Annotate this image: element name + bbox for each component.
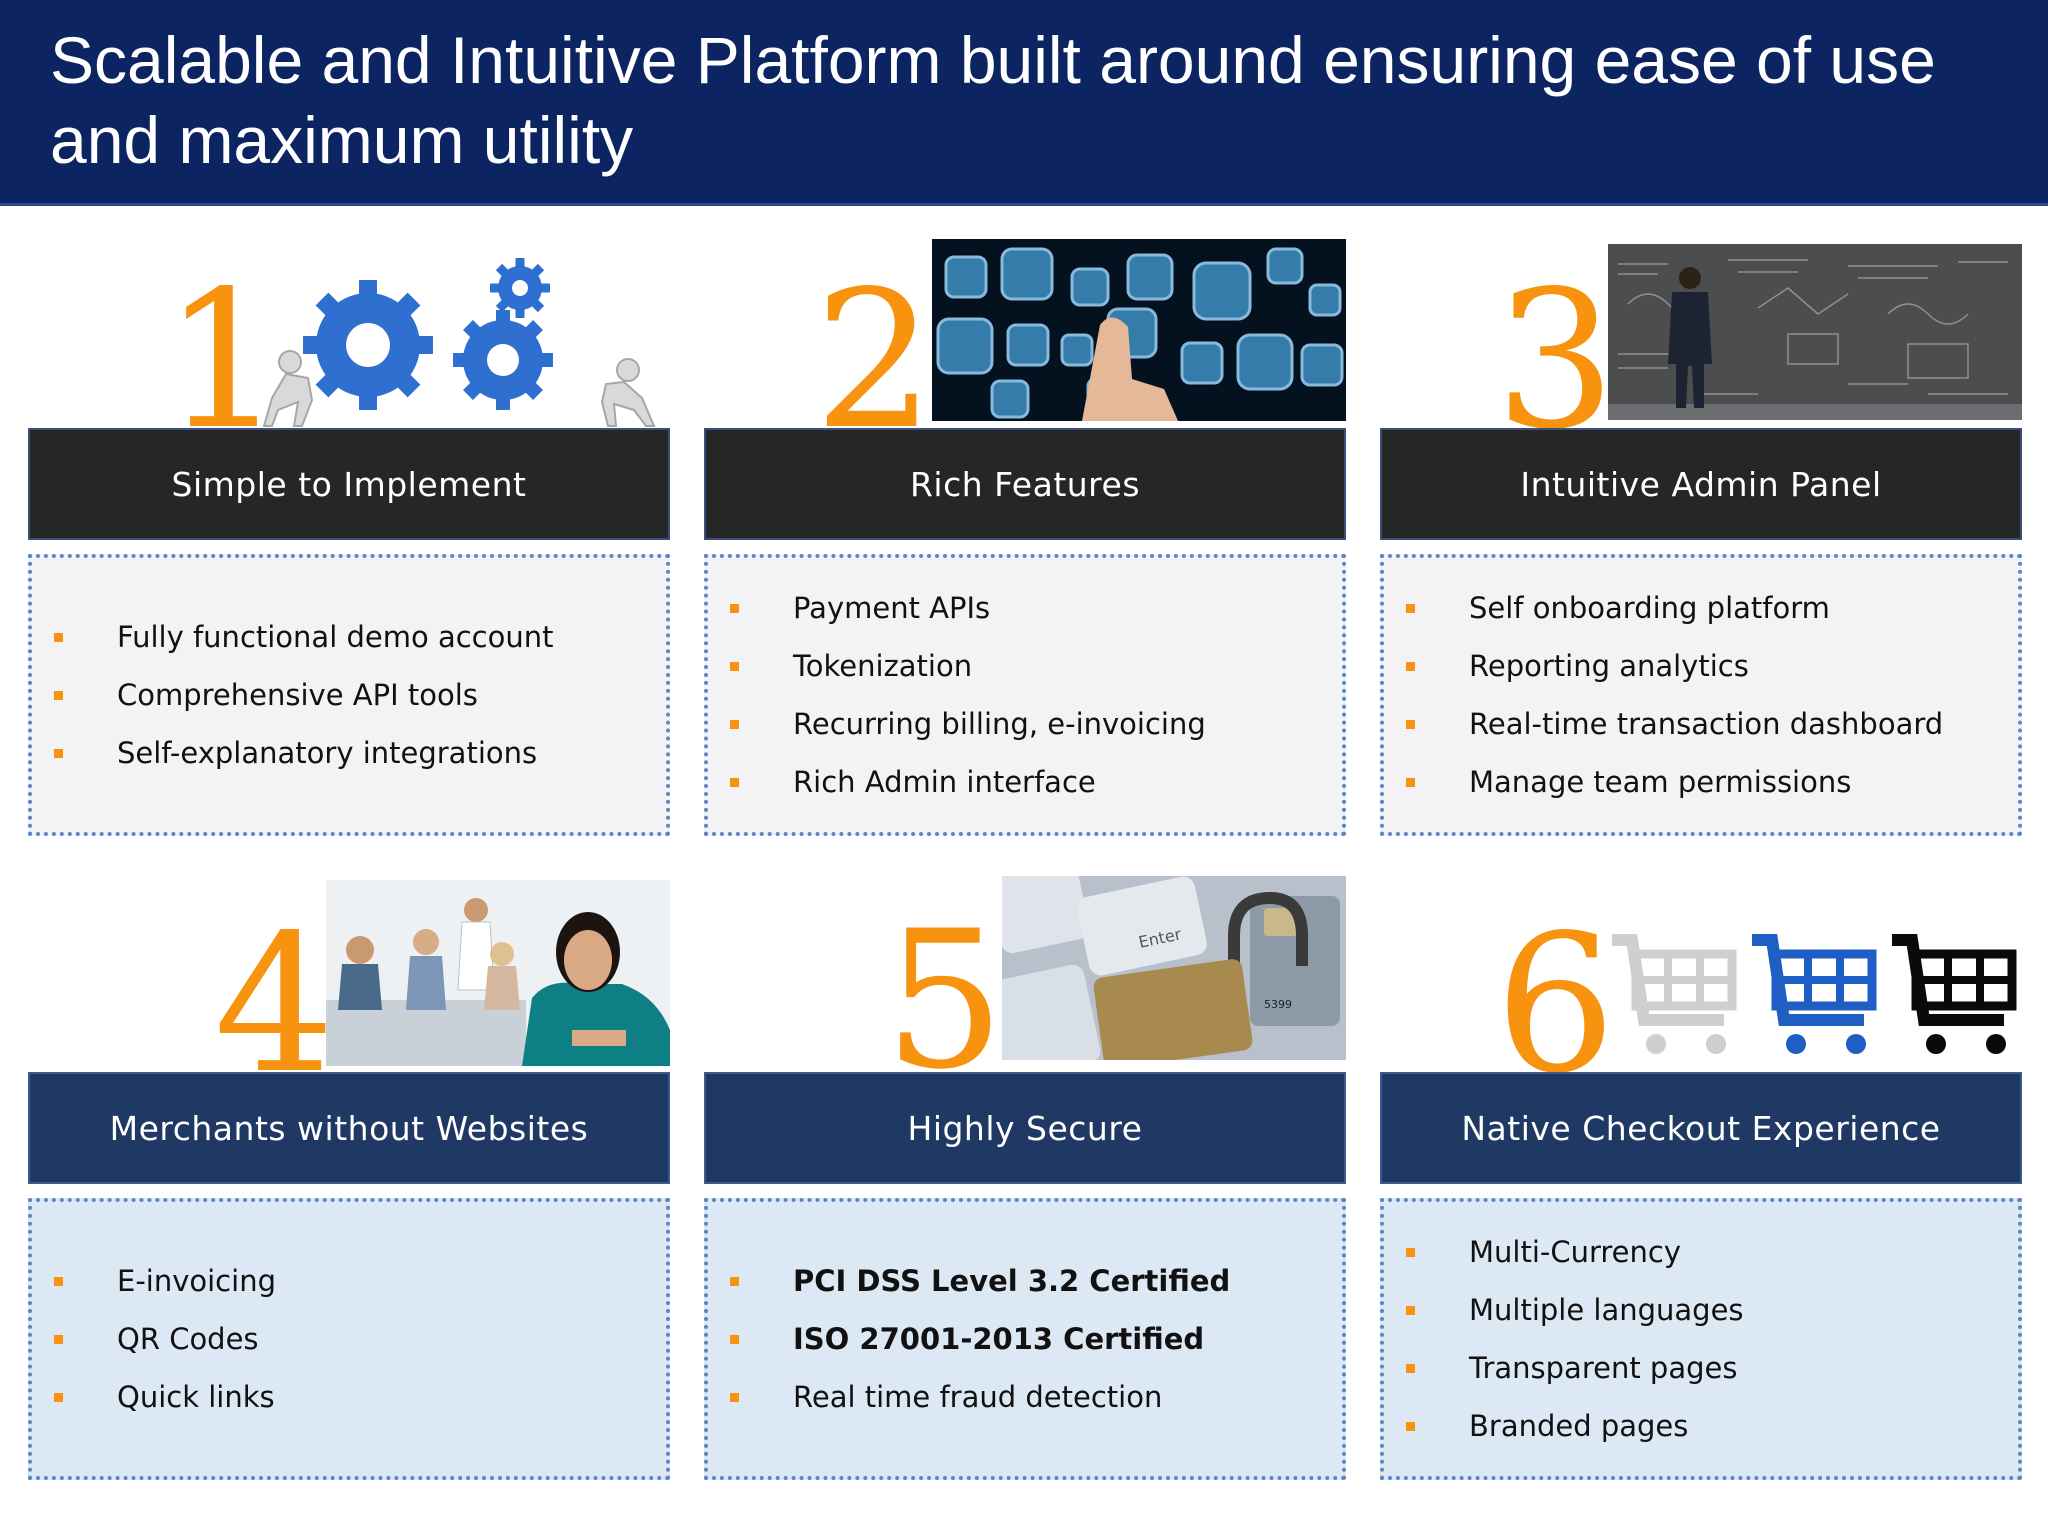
list-item: Self onboarding platform: [1406, 579, 2018, 637]
bullet-icon: [1406, 1421, 1415, 1431]
list-item: PCI DSS Level 3.2 Certified: [730, 1252, 1342, 1310]
card-number: 4: [214, 894, 335, 1115]
card-number: 2: [814, 250, 935, 471]
header-banner: Scalable and Intuitive Platform built ar…: [0, 0, 2048, 206]
list-item: Quick links: [54, 1368, 666, 1426]
bullet-icon: [1406, 1363, 1415, 1373]
bullet-icon: [730, 1334, 739, 1344]
feature-list: Multi-Currency Multiple languages Transp…: [1380, 1198, 2022, 1480]
bullet-icon: [730, 1392, 739, 1402]
card-merchants-without-websites: 4 Merchants without Websites E-invoicing…: [28, 876, 670, 1480]
card-simple-to-implement: 1: [28, 236, 670, 836]
list-item: Multiple languages: [1406, 1281, 2018, 1339]
bullet-icon: [730, 661, 739, 671]
bullet-icon: [54, 1276, 63, 1286]
card-title-bar: Intuitive Admin Panel: [1380, 428, 2022, 540]
card-title-bar: Rich Features: [704, 428, 1346, 540]
bullet-icon: [1406, 603, 1415, 613]
list-item: Self-explanatory integrations: [54, 724, 666, 782]
card-highly-secure: 5 Enter 5399 Highly Secure PCI DSS Level…: [704, 876, 1346, 1480]
shopping-carts-icon: [1606, 932, 2022, 1066]
bullet-icon: [1406, 1305, 1415, 1315]
feature-list: PCI DSS Level 3.2 Certified ISO 27001-20…: [704, 1198, 1346, 1480]
list-item: Manage team permissions: [1406, 753, 2018, 811]
list-item: Branded pages: [1406, 1397, 2018, 1455]
card-title-bar: Merchants without Websites: [28, 1072, 670, 1184]
bullet-icon: [54, 748, 63, 758]
list-item: Multi-Currency: [1406, 1223, 2018, 1281]
feature-list: Payment APIs Tokenization Recurring bill…: [704, 554, 1346, 836]
list-item: Transparent pages: [1406, 1339, 2018, 1397]
gears-pushing-icon: [258, 250, 658, 430]
bullet-icon: [1406, 719, 1415, 729]
bullet-icon: [1406, 777, 1415, 787]
list-item: Rich Admin interface: [730, 753, 1342, 811]
card-number: 6: [1495, 894, 1616, 1115]
bullet-icon: [730, 777, 739, 787]
list-item: ISO 27001-2013 Certified: [730, 1310, 1342, 1368]
card-title-bar: Native Checkout Experience: [1380, 1072, 2022, 1184]
bullet-icon: [1406, 1247, 1415, 1257]
feature-list: Self onboarding platform Reporting analy…: [1380, 554, 2022, 836]
padlock-keyboard-image: Enter 5399: [1002, 876, 1346, 1060]
feature-list: Fully functional demo account Comprehens…: [28, 554, 670, 836]
list-item: Payment APIs: [730, 579, 1342, 637]
touchscreen-tiles-image: [932, 239, 1346, 421]
bullet-icon: [54, 1334, 63, 1344]
card-title-bar: Simple to Implement: [28, 428, 670, 540]
list-item: Real time fraud detection: [730, 1368, 1342, 1426]
list-item: Comprehensive API tools: [54, 666, 666, 724]
bullet-icon: [730, 719, 739, 729]
business-team-image: [326, 880, 670, 1066]
list-item: Fully functional demo account: [54, 608, 666, 666]
page-title: Scalable and Intuitive Platform built ar…: [50, 23, 1936, 177]
bullet-icon: [54, 690, 63, 700]
list-item: Real-time transaction dashboard: [1406, 695, 2018, 753]
man-at-chalkboard-image: [1608, 244, 2022, 420]
list-item: Recurring billing, e-invoicing: [730, 695, 1342, 753]
bullet-icon: [54, 1392, 63, 1402]
list-item: QR Codes: [54, 1310, 666, 1368]
bullet-icon: [730, 1276, 739, 1286]
list-item: E-invoicing: [54, 1252, 666, 1310]
feature-list: E-invoicing QR Codes Quick links: [28, 1198, 670, 1480]
card-number-print: 5399: [1264, 998, 1292, 1011]
bullet-icon: [1406, 661, 1415, 671]
card-title-bar: Highly Secure: [704, 1072, 1346, 1184]
card-number: 5: [884, 890, 1005, 1111]
card-native-checkout-experience: 6 Native Checkout Experience: [1380, 876, 2022, 1480]
card-rich-features: 2 Rich Features Payment APIs Tokenizatio…: [704, 236, 1346, 836]
list-item: Tokenization: [730, 637, 1342, 695]
card-intuitive-admin-panel: 3 Intuitive Admin Panel Self onboarding …: [1380, 236, 2022, 836]
list-item: Reporting analytics: [1406, 637, 2018, 695]
bullet-icon: [730, 603, 739, 613]
bullet-icon: [54, 632, 63, 642]
card-number: 3: [1495, 250, 1616, 471]
